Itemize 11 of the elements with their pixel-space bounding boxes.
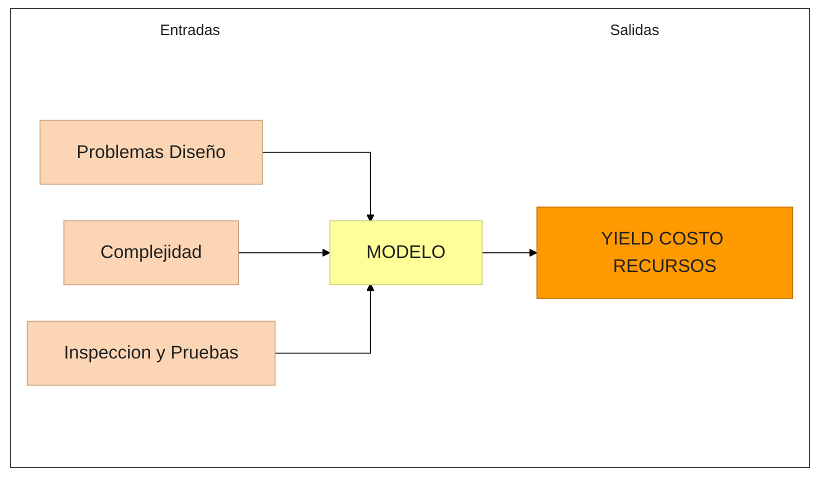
arrow — [482, 248, 538, 257]
arrow — [262, 152, 374, 222]
node-box: Complejidad — [63, 220, 239, 285]
column-heading: Salidas — [610, 22, 660, 39]
node-box: YIELD COSTO RECURSOS — [536, 206, 794, 299]
arrow — [274, 283, 374, 354]
column-heading: Entradas — [160, 22, 220, 39]
arrow — [238, 248, 330, 257]
node-box: Inspeccion y Pruebas — [26, 320, 276, 386]
node-box: Problemas Diseño — [40, 120, 263, 184]
node-box: MODELO — [329, 220, 483, 285]
